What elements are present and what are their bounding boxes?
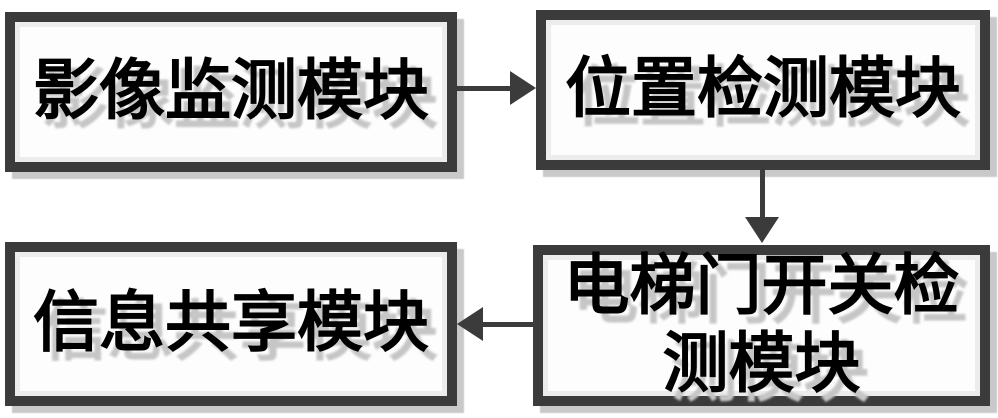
arrowhead-left-icon — [457, 307, 483, 341]
node-information-sharing-module: 信息共享模块 — [5, 242, 457, 406]
node-label: 信息共享模块 — [33, 287, 429, 361]
arrowhead-down-icon — [745, 217, 779, 243]
arrowhead-right-icon — [510, 71, 536, 105]
arrow-door-to-info-shaft — [481, 322, 533, 327]
node-elevator-door-switch-detection-module: 电梯门开关检测模块 — [533, 245, 990, 406]
node-position-detection-module: 位置检测模块 — [536, 10, 990, 170]
arrow-image-to-position-shaft — [457, 86, 513, 91]
node-label: 电梯门开关检测模块 — [563, 249, 960, 401]
node-label: 位置检测模块 — [565, 53, 961, 127]
node-image-monitoring-module: 影像监测模块 — [5, 12, 457, 172]
node-label: 影像监测模块 — [33, 55, 429, 129]
arrow-position-to-door-shaft — [760, 170, 765, 220]
